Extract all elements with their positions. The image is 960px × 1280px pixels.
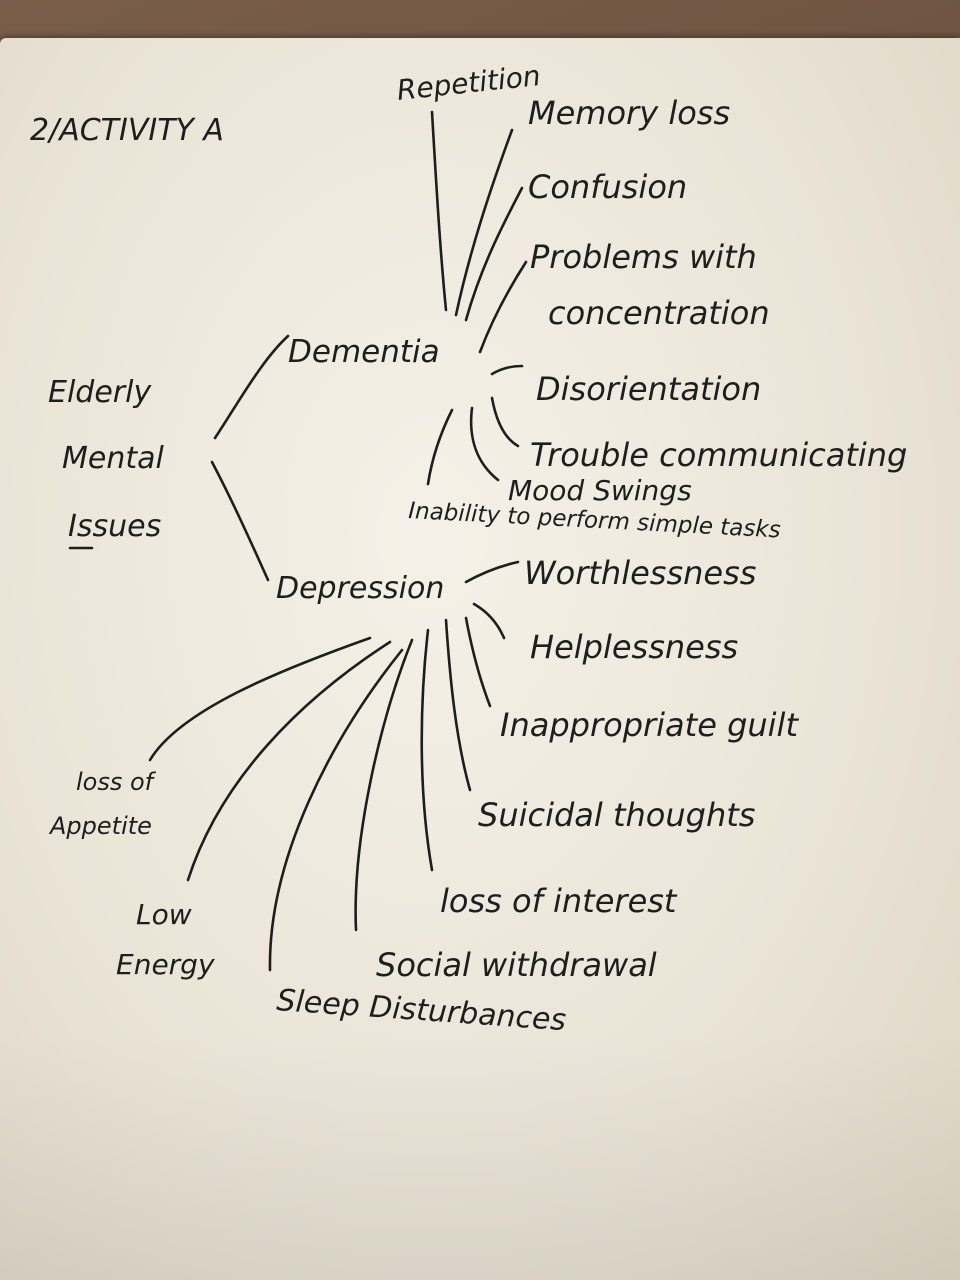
- symptom-trouble-communicating: Trouble communicating: [530, 436, 907, 474]
- edge-depression-social-withdrawal: [354, 638, 414, 932]
- symptom-concentration: concentration: [548, 294, 770, 332]
- symptom-confusion: Confusion: [528, 168, 687, 206]
- symptom-loss-of-interest: loss of interest: [440, 882, 678, 920]
- dementia-node: Dementia: [288, 334, 440, 370]
- edge-depression-worthlessness: [464, 560, 520, 584]
- edge-dementia-confusion: [464, 186, 524, 322]
- edge-dementia-trouble-communicating: [490, 396, 520, 448]
- root-node-line1: Elderly: [48, 375, 152, 410]
- symptom-helplessness: Helplessness: [530, 628, 738, 666]
- root-node-line3: Issues: [68, 509, 161, 544]
- symptom-low: Low: [136, 898, 192, 931]
- edge-dementia-memory-loss: [454, 128, 514, 317]
- edge-depression-appetite: [148, 636, 372, 762]
- edge-dementia-disorientation: [490, 364, 524, 376]
- symptom-repetition: Repetition: [395, 59, 542, 107]
- edge-depression-low-energy: [186, 640, 392, 882]
- symptom-suicidal-thoughts: Suicidal thoughts: [478, 796, 755, 834]
- edge-root-dementia: [213, 334, 290, 440]
- edge-depression-helplessness: [472, 602, 506, 640]
- edge-dementia-concentration: [478, 260, 528, 354]
- symptom-inappropriate-guilt: Inappropriate guilt: [500, 706, 799, 744]
- symptom-energy: Energy: [116, 948, 215, 981]
- symptom-loss-of: loss of: [76, 768, 157, 796]
- edge-depression-suicidal: [444, 618, 472, 792]
- symptom-disorientation: Disorientation: [536, 370, 761, 408]
- activity-heading: 2/ACTIVITY A: [30, 113, 224, 148]
- symptom-problems-with: Problems with: [530, 238, 757, 276]
- root-node-line2: Mental: [62, 441, 165, 476]
- symptom-sleep-disturbances: Sleep Disturbances: [275, 983, 567, 1038]
- depression-node: Depression: [276, 571, 444, 606]
- edge-dementia-inability: [426, 408, 454, 486]
- edge-depression-loss-interest: [420, 628, 434, 872]
- symptom-worthlessness: Worthlessness: [524, 554, 756, 592]
- symptom-appetite: Appetite: [48, 812, 152, 840]
- symptom-memory-loss: Memory loss: [528, 94, 730, 132]
- edge-depression-guilt: [464, 616, 492, 708]
- edge-root-depression: [210, 460, 270, 582]
- symptom-social-withdrawal: Social withdrawal: [376, 946, 657, 984]
- symptom-mood-swings: Mood Swings: [508, 474, 692, 507]
- edge-dementia-repetition: [430, 110, 448, 312]
- edge-depression-sleep: [268, 648, 404, 972]
- edge-dementia-mood-swings: [469, 406, 500, 482]
- notebook-page: [0, 38, 960, 1280]
